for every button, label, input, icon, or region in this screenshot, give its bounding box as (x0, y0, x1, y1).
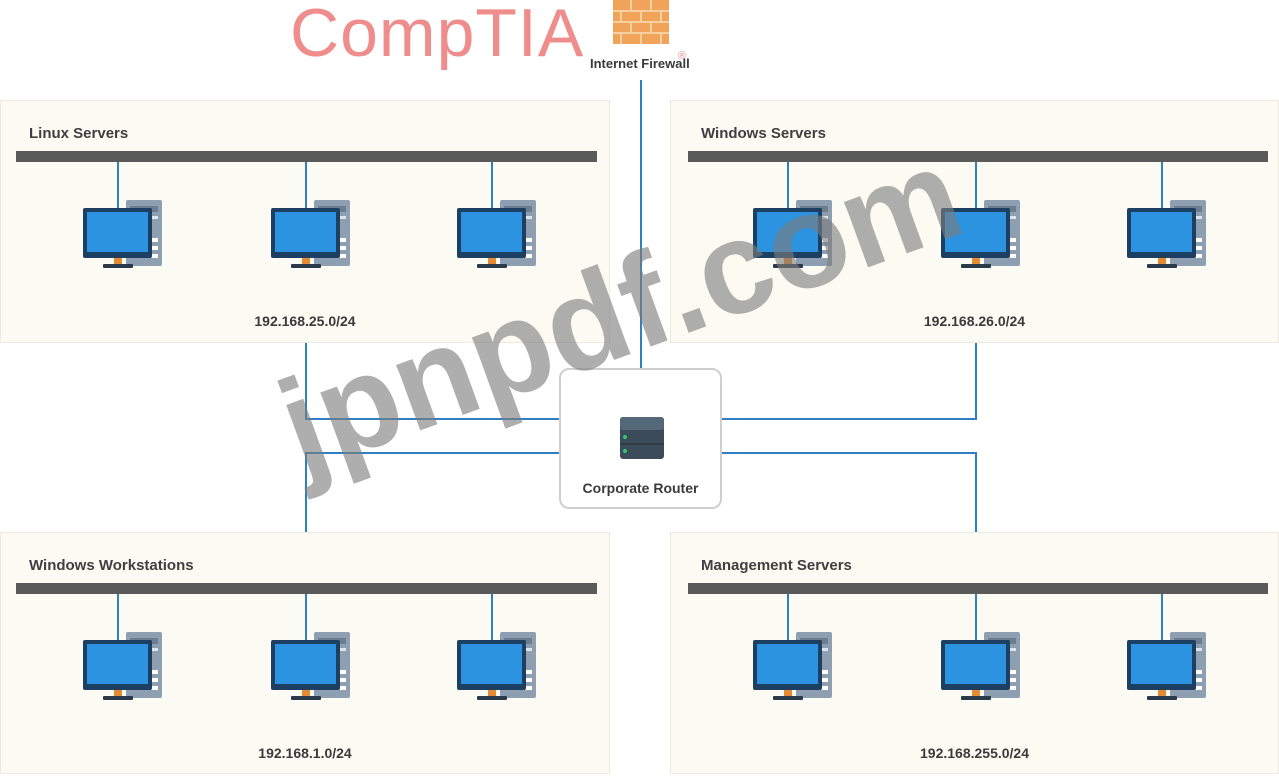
segment-subnet: 192.168.26.0/24 (923, 313, 1026, 329)
server-computer-icon (1127, 594, 1206, 700)
segment-subnet: 192.168.1.0/24 (258, 745, 352, 761)
server-computer-icon (271, 162, 350, 268)
segment-subnet: 192.168.25.0/24 (254, 313, 356, 329)
segment-windows-workstations: Windows Workstations 192.168.1.0/24 (0, 532, 610, 774)
server-computer-icon (753, 594, 832, 700)
server-computer-icon (83, 162, 162, 268)
segment-title: Windows Servers (701, 125, 826, 142)
network-bus (16, 151, 597, 162)
link-linux-servers-to-router (305, 340, 604, 419)
router-label: Corporate Router (582, 480, 699, 496)
segment-subnet: 192.168.255.0/24 (920, 745, 1029, 761)
server-computer-icon (1127, 162, 1206, 268)
server-computer-icon (753, 162, 832, 268)
link-management-servers-to-router (678, 453, 977, 535)
registered-mark: ® (678, 50, 687, 62)
server-computer-icon (941, 162, 1020, 268)
segment-linux-servers: Linux Servers 192.168.25.0/24 (0, 100, 610, 343)
network-bus (688, 151, 1268, 162)
workstation-computer-icon (457, 594, 536, 700)
firewall-label: Internet Firewall (590, 56, 690, 71)
segment-windows-servers: Windows Servers 192.168.26.0/24 (670, 100, 1279, 343)
link-windows-servers-to-router (678, 340, 977, 419)
corporate-router-node: Corporate Router (559, 368, 722, 509)
comptia-logo: CompTIA (290, 0, 585, 71)
server-computer-icon (941, 594, 1020, 700)
network-bus (688, 583, 1268, 594)
segment-management-servers: Management Servers 192.168.255.0/24 (670, 532, 1279, 774)
network-bus (16, 583, 597, 594)
router-icon (620, 417, 664, 459)
segment-title: Linux Servers (29, 125, 129, 142)
workstation-computer-icon (83, 594, 162, 700)
workstation-computer-icon (271, 594, 350, 700)
link-windows-workstations-to-router (305, 453, 604, 535)
server-computer-icon (457, 162, 536, 268)
firewall-brick-icon (613, 0, 669, 44)
segment-title: Windows Workstations (29, 557, 194, 574)
segment-title: Management Servers (701, 557, 852, 574)
